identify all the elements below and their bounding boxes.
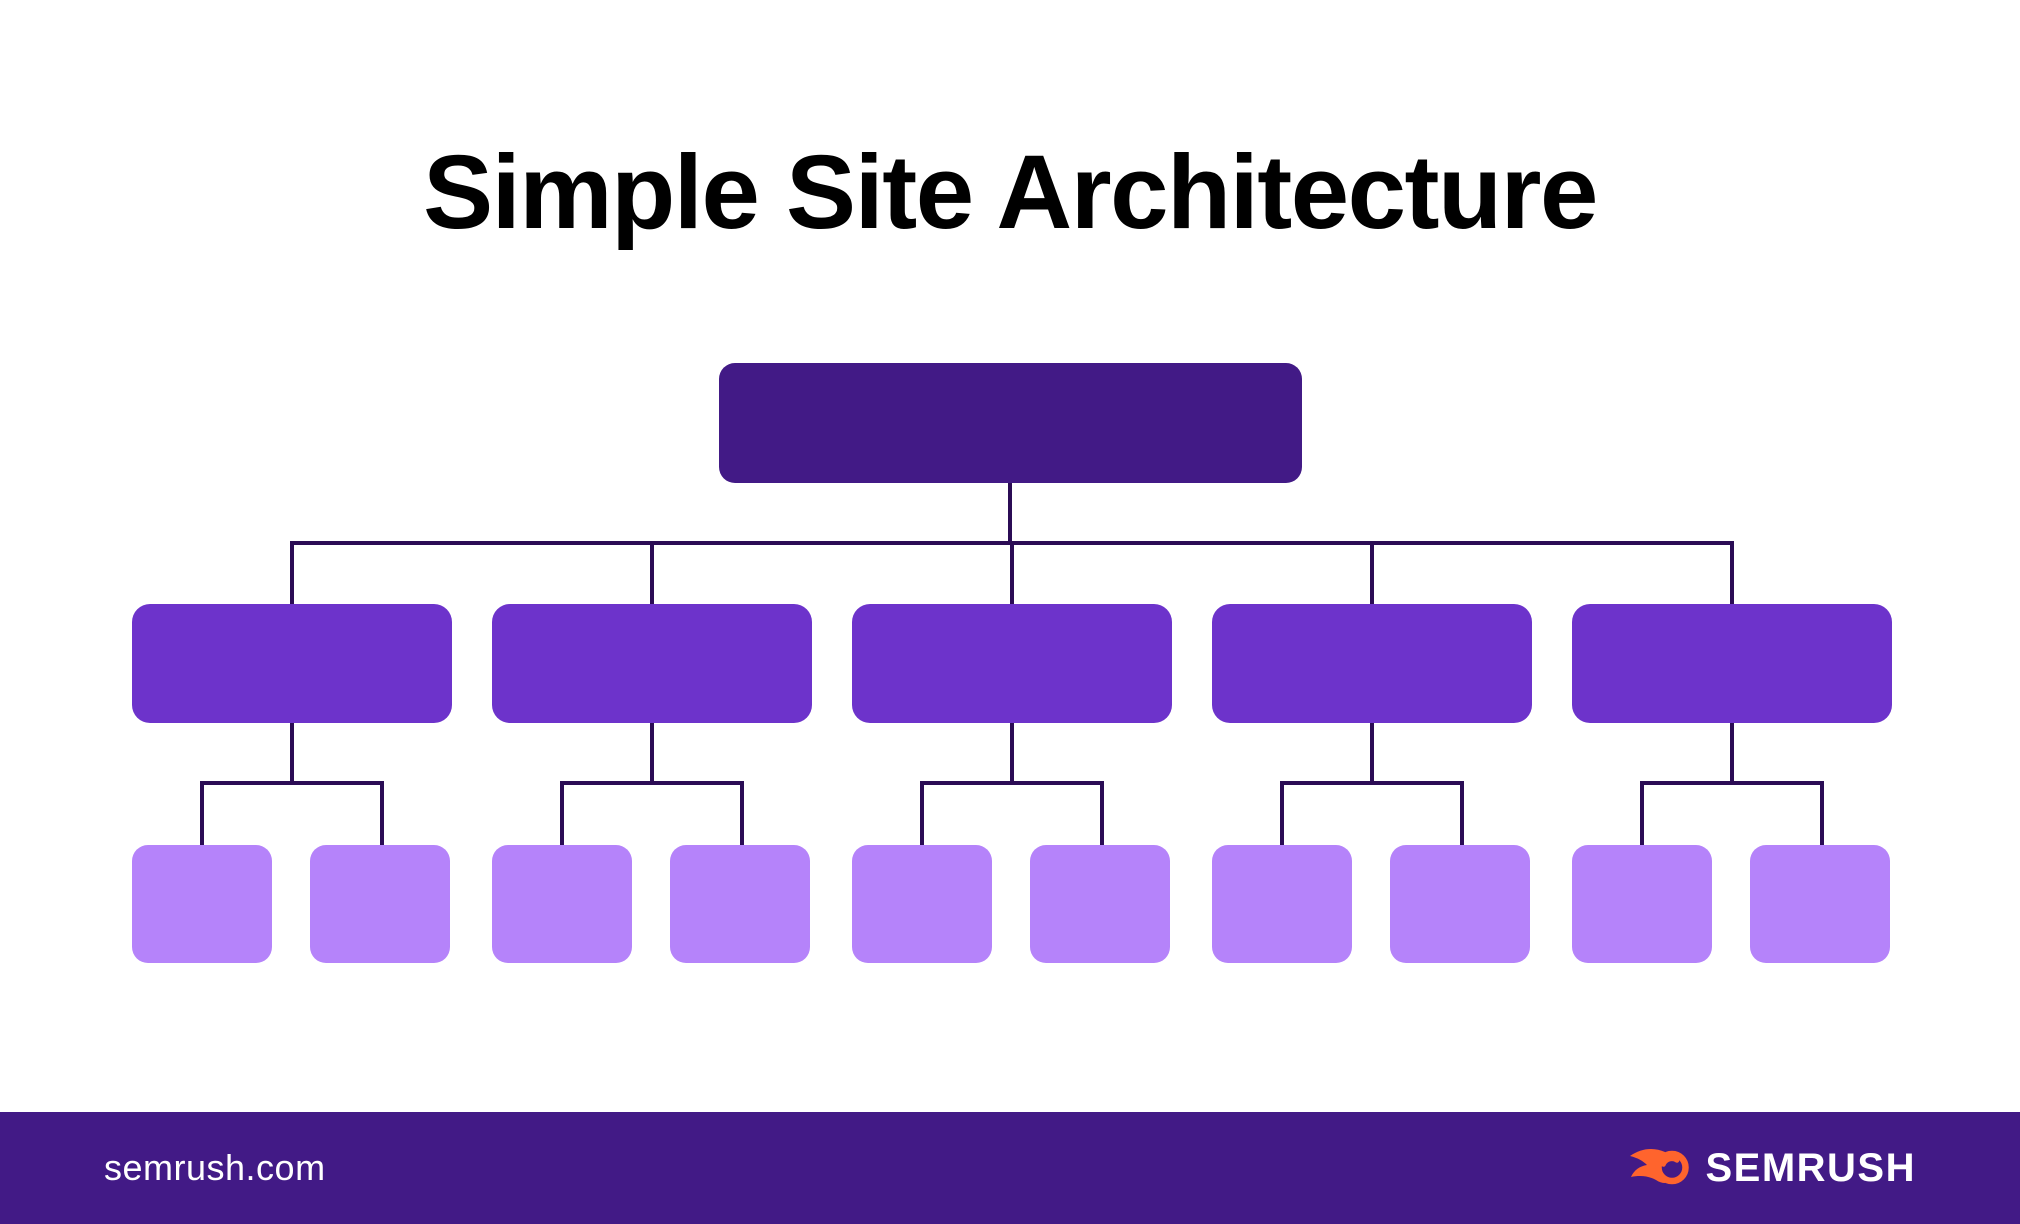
connector-subpage-drop: [1820, 781, 1824, 847]
connector-category-trunk: [1730, 720, 1734, 783]
connector-category-trunk: [1010, 720, 1014, 783]
subpage-box: [670, 845, 810, 963]
category-box: [132, 604, 452, 723]
connector-subpage-drop: [200, 781, 204, 847]
subpage-box: [310, 845, 450, 963]
connector-subpage-drop: [920, 781, 924, 847]
subpage-box: [852, 845, 992, 963]
connector-subpage-drop: [1460, 781, 1464, 847]
connector-mini-horizontal: [560, 781, 744, 785]
subpage-box: [132, 845, 272, 963]
category-box: [852, 604, 1172, 723]
category-box: [492, 604, 812, 723]
page-title: Simple Site Architecture: [423, 134, 1598, 251]
connector-subpage-drop: [560, 781, 564, 847]
footer-bar: semrush.com SEMRUSH: [0, 1112, 2020, 1224]
connector-drop: [1010, 541, 1014, 606]
subpage-box: [1390, 845, 1530, 963]
subpage-box: [492, 845, 632, 963]
connector-mini-horizontal: [1280, 781, 1464, 785]
semrush-flame-icon: [1630, 1148, 1690, 1185]
subpage-box: [1030, 845, 1170, 963]
semrush-logo: SEMRUSH: [1627, 1146, 1916, 1191]
subpage-box: [1750, 845, 1890, 963]
homepage-box: [719, 363, 1302, 483]
connector-subpage-drop: [380, 781, 384, 847]
semrush-wordmark: SEMRUSH: [1705, 1145, 1916, 1190]
connector-drop: [1730, 541, 1734, 606]
connector-category-trunk: [650, 720, 654, 783]
connector-mini-horizontal: [200, 781, 384, 785]
category-box: [1572, 604, 1892, 723]
connector-category-trunk: [1370, 720, 1374, 783]
subpage-box: [1572, 845, 1712, 963]
connector-root-trunk: [1008, 483, 1012, 545]
connector-subpage-drop: [1280, 781, 1284, 847]
connector-subpage-drop: [1640, 781, 1644, 847]
connector-mini-horizontal: [1640, 781, 1824, 785]
connector-mini-horizontal: [920, 781, 1104, 785]
connector-drop: [290, 541, 294, 606]
website-label: semrush.com: [104, 1147, 326, 1188]
connector-drop: [650, 541, 654, 606]
connector-drop: [1370, 541, 1374, 606]
category-box: [1212, 604, 1532, 723]
connector-subpage-drop: [1100, 781, 1104, 847]
connector-category-trunk: [290, 720, 294, 783]
subpage-box: [1212, 845, 1352, 963]
connector-subpage-drop: [740, 781, 744, 847]
